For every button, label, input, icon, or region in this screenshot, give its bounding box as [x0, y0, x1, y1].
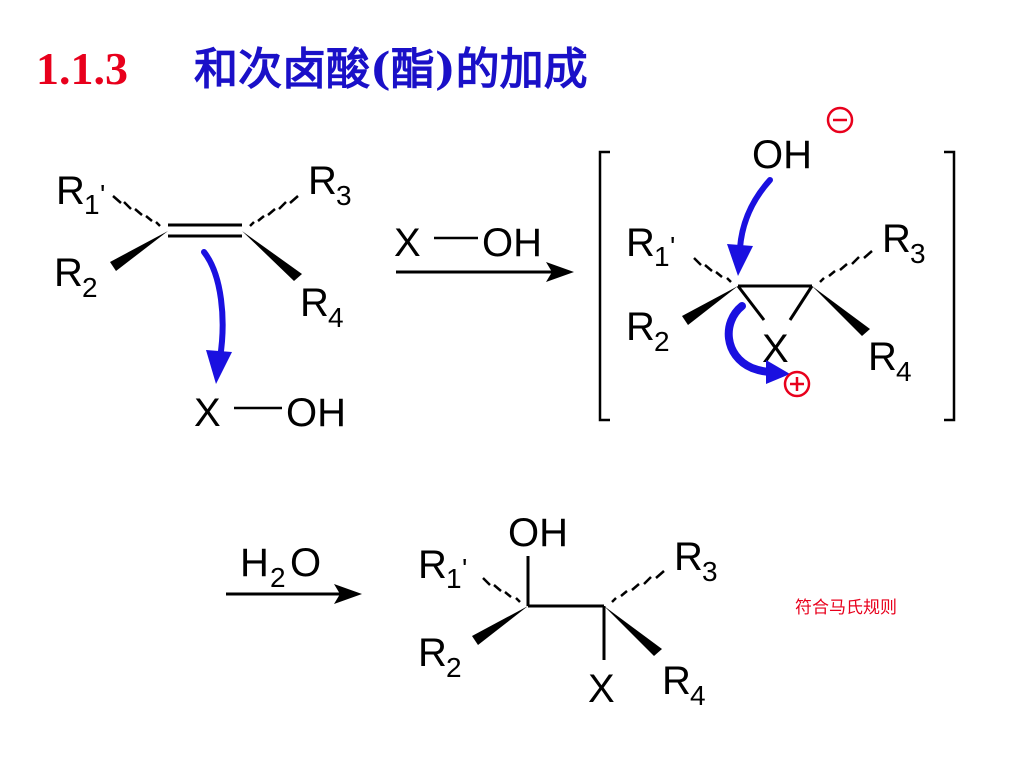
hashed-bond-int-r3	[819, 250, 873, 283]
svg-text:': '	[100, 179, 105, 210]
label-int-r2: R 2	[626, 305, 670, 357]
svg-text:X: X	[394, 221, 421, 265]
label-prod-r2: R 2	[418, 631, 462, 683]
hashed-bond-r1	[112, 195, 161, 227]
reaction-arrow-1: X OH	[394, 221, 574, 282]
svg-text:R: R	[56, 169, 85, 213]
ring-c2-x-bond	[788, 285, 814, 321]
label-hydroxide: OH	[752, 133, 812, 177]
hashed-bond-prod-r3	[611, 570, 665, 603]
svg-text:R: R	[674, 535, 703, 579]
svg-text:3: 3	[910, 238, 926, 269]
svg-text:1: 1	[84, 189, 100, 220]
wedge-bond-int-r2	[682, 286, 738, 325]
svg-text:O: O	[290, 541, 321, 585]
arrowhead-oh-attack-icon	[727, 244, 753, 276]
label-int-r3: R 3	[882, 217, 926, 269]
svg-text:R: R	[300, 281, 329, 325]
label-r2: R 2	[54, 251, 98, 303]
hashed-bond-prod-r1	[482, 577, 521, 603]
hashed-bond-r3	[249, 195, 299, 227]
title-text: 和次卤酸(酯)的加成	[194, 44, 588, 95]
arrowhead-bond-to-x-icon	[766, 360, 790, 384]
svg-text:2: 2	[82, 272, 98, 303]
negative-charge-icon	[826, 106, 854, 134]
right-bracket	[944, 150, 956, 422]
svg-text:OH: OH	[286, 391, 346, 435]
ring-c1-x-bond	[736, 285, 766, 321]
wedge-bond-int-r4	[812, 286, 870, 336]
left-bracket	[598, 150, 610, 422]
arrowhead-pi-to-x-icon	[206, 350, 232, 384]
svg-text:2: 2	[654, 326, 670, 357]
svg-text:H: H	[240, 541, 269, 585]
reagent-x-oh-upper: X OH	[394, 221, 542, 265]
svg-text:R: R	[418, 631, 447, 675]
svg-text:4: 4	[328, 302, 344, 333]
wedge-bond-r4	[242, 231, 302, 281]
label-prod-r1: R 1 '	[418, 543, 467, 594]
halonium-intermediate: R 1 ' R 2 R 3 R 4 X OH	[598, 106, 956, 422]
curved-arrow-bond-to-x-icon	[724, 302, 776, 376]
label-r3: R 3	[308, 159, 352, 211]
svg-text:3: 3	[336, 180, 352, 211]
svg-text:R: R	[308, 159, 337, 203]
wedge-bond-r2	[110, 231, 168, 271]
halohydrin-product: OH R 1 ' R 2 R 3 R 4 X	[418, 511, 718, 711]
label-r1: R 1 '	[56, 169, 105, 220]
reaction-arrow-2: H 2 O	[226, 541, 362, 604]
svg-text:R: R	[882, 217, 911, 261]
hashed-bond-int-r1	[693, 257, 732, 283]
svg-text:R: R	[626, 221, 655, 265]
markovnikov-note: 符合马氏规则	[795, 598, 897, 618]
reagent-water: H 2 O	[240, 541, 321, 593]
svg-text:2: 2	[446, 652, 462, 683]
slide-title: 1.1.3 和次卤酸(酯)的加成	[36, 43, 588, 95]
svg-text:X: X	[194, 391, 221, 435]
svg-text:OH: OH	[482, 221, 542, 265]
positive-charge-icon	[783, 370, 811, 398]
svg-text:3: 3	[702, 556, 718, 587]
label-int-r1: R 1 '	[626, 221, 675, 272]
title-number: 1.1.3	[36, 43, 128, 94]
svg-text:2: 2	[270, 562, 286, 593]
svg-text:1: 1	[654, 241, 670, 272]
label-prod-oh: OH	[508, 511, 568, 555]
svg-text:': '	[462, 553, 467, 584]
svg-text:4: 4	[690, 680, 706, 711]
label-int-r4: R 4	[868, 335, 912, 387]
curved-arrow-pi-to-x-icon	[201, 249, 226, 361]
svg-text:1: 1	[446, 563, 462, 594]
wedge-bond-prod-r4	[604, 606, 662, 656]
label-prod-x: X	[588, 667, 615, 711]
svg-text:4: 4	[896, 356, 912, 387]
wedge-bond-prod-r2	[472, 606, 528, 645]
reagent-x-oh-lower: X OH	[194, 391, 346, 435]
curved-arrow-oh-attack-icon	[737, 177, 773, 251]
svg-text:R: R	[54, 251, 83, 295]
label-prod-r4: R 4	[662, 659, 706, 711]
svg-text:R: R	[662, 659, 691, 703]
arrow-2-head-icon	[334, 584, 362, 604]
label-prod-r3: R 3	[674, 535, 718, 587]
svg-text:R: R	[626, 305, 655, 349]
svg-text:R: R	[418, 543, 447, 587]
arrow-1-head-icon	[546, 262, 574, 282]
svg-text:R: R	[868, 335, 897, 379]
alkene-reactant: R 1 ' R 2 R 3 R 4 X OH	[54, 159, 352, 435]
svg-text:': '	[670, 231, 675, 262]
label-r4: R 4	[300, 281, 344, 333]
